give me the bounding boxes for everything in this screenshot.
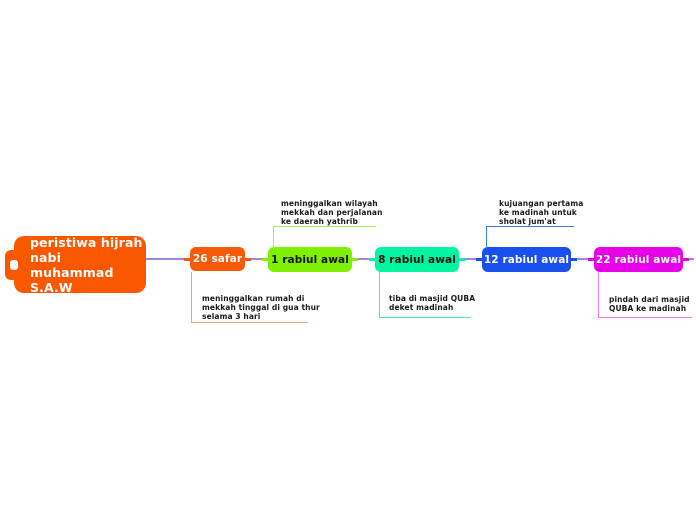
node-8-rabiul-awal[interactable]: 8 rabiul awal	[375, 247, 459, 272]
annotation-rule	[379, 272, 471, 318]
annotation-text: pindah dari masjid QUBA ke madinah	[609, 295, 690, 313]
timeline-node-label: 26 safar	[192, 253, 243, 265]
annotation-text: meninggalkan rumah di mekkah tinggal di …	[202, 294, 320, 321]
node-26-safar[interactable]: 26 safar	[190, 247, 245, 271]
node-stub-right	[683, 258, 689, 261]
node-stub-right	[245, 257, 251, 261]
root-node-label: peristiwa hijrah nabi muhammad S.A.W	[30, 234, 143, 295]
node-stub-right	[352, 258, 358, 261]
annotation-rule	[273, 226, 376, 249]
node-1-rabiul-awal[interactable]: 1 rabiul awal	[268, 247, 352, 272]
annotation-text-block: tiba di masjid QUBA deket madinah	[389, 294, 475, 312]
annotation-rule	[598, 272, 692, 318]
annotation-text-block: meninggalkan rumah di mekkah tinggal di …	[202, 294, 320, 321]
root-node[interactable]: peristiwa hijrah nabi muhammad S.A.W	[5, 234, 146, 295]
annotation-text-block: kujuangan pertama ke madinah untuk shola…	[499, 199, 583, 226]
annotation-text-block: meninggalkan wilayah mekkah dan perjalan…	[281, 199, 383, 226]
annotation-text: meninggalkan wilayah mekkah dan perjalan…	[281, 199, 383, 226]
annotation-rule	[486, 226, 574, 249]
timeline-node-label: 1 rabiul awal	[271, 253, 349, 266]
annotation-text-block: pindah dari masjid QUBA ke madinah	[609, 295, 690, 313]
annotation-rule	[191, 272, 308, 323]
root-node-tab	[5, 249, 16, 280]
timeline-node-label: 22 rabiul awal	[595, 253, 682, 266]
node-stub-right	[459, 258, 465, 261]
node-22-rabiul-awal[interactable]: 22 rabiul awal	[594, 247, 683, 272]
annotation-text: kujuangan pertama ke madinah untuk shola…	[499, 199, 584, 226]
annotation-text: tiba di masjid QUBA deket madinah	[389, 294, 476, 312]
node-stub-right	[571, 258, 577, 261]
node-12-rabiul-awal[interactable]: 12 rabiul awal	[482, 247, 571, 272]
timeline-node-label: 12 rabiul awal	[483, 253, 570, 266]
timeline-node-label: 8 rabiul awal	[378, 253, 456, 266]
